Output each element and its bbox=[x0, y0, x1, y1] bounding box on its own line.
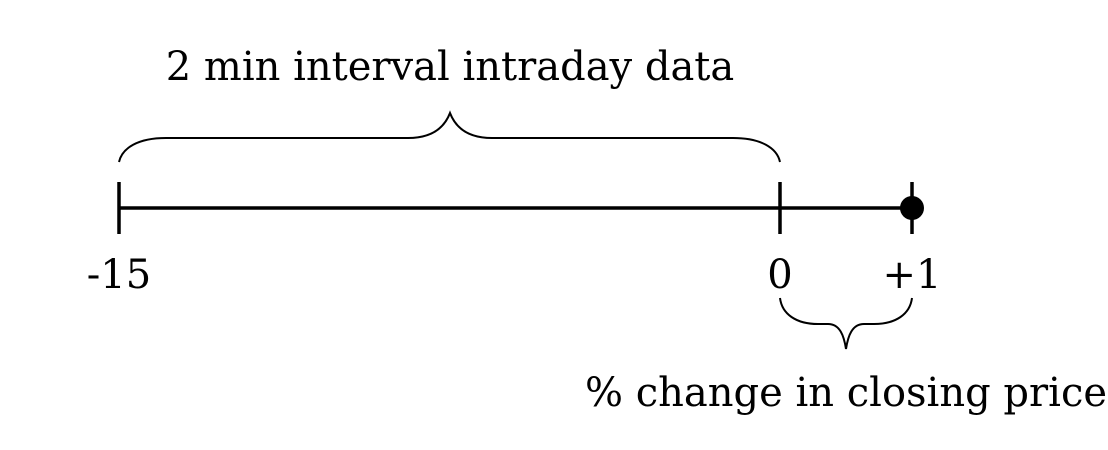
bottom-brace bbox=[779, 297, 913, 350]
top-brace-label: 2 min interval intraday data bbox=[166, 44, 734, 90]
tick-label-minus-15: -15 bbox=[87, 252, 151, 298]
tick-label-plus-1: +1 bbox=[883, 252, 942, 298]
top-brace bbox=[118, 110, 781, 163]
bottom-brace-label: % change in closing price bbox=[585, 370, 1107, 416]
end-point-marker bbox=[900, 196, 924, 220]
tick-label-zero: 0 bbox=[767, 252, 792, 298]
